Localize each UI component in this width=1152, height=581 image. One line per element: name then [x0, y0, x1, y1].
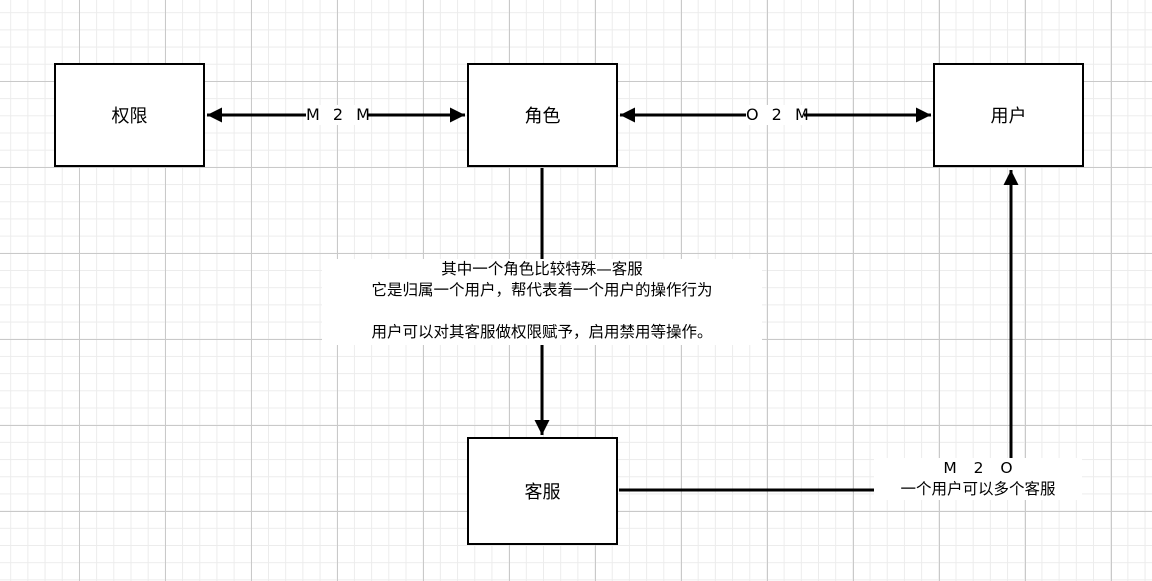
customer-service-node-label: 客服: [524, 482, 561, 503]
permission-node[interactable]: 权限: [54, 63, 205, 167]
permission-node-label: 权限: [111, 106, 148, 127]
customer-service-note: 其中一个角色比较特殊—客服 它是归属一个用户，帮代表着一个用户的操作行为 用户可…: [322, 259, 762, 345]
cs-user-relation-description: 一个用户可以多个客服: [900, 480, 1056, 498]
user-node[interactable]: 用户: [933, 63, 1084, 167]
role-node[interactable]: 角色: [467, 63, 618, 167]
note-line-1: 其中一个角色比较特殊—客服: [441, 260, 643, 278]
role-node-label: 角色: [524, 106, 561, 127]
note-spacer: [322, 301, 762, 322]
cs-user-relation-label: M 2 O 一个用户可以多个客服: [874, 458, 1082, 500]
permission-role-relation-label: M 2 M: [306, 105, 374, 125]
note-line-3: 用户可以对其客服做权限赋予，启用禁用等操作。: [371, 323, 713, 341]
cs-user-relation-type: M 2 O: [943, 459, 1019, 477]
role-user-relation-label: O 2 M: [746, 105, 813, 125]
note-line-2: 它是归属一个用户，帮代表着一个用户的操作行为: [371, 281, 713, 299]
customer-service-node[interactable]: 客服: [467, 437, 618, 545]
user-node-label: 用户: [990, 106, 1027, 127]
